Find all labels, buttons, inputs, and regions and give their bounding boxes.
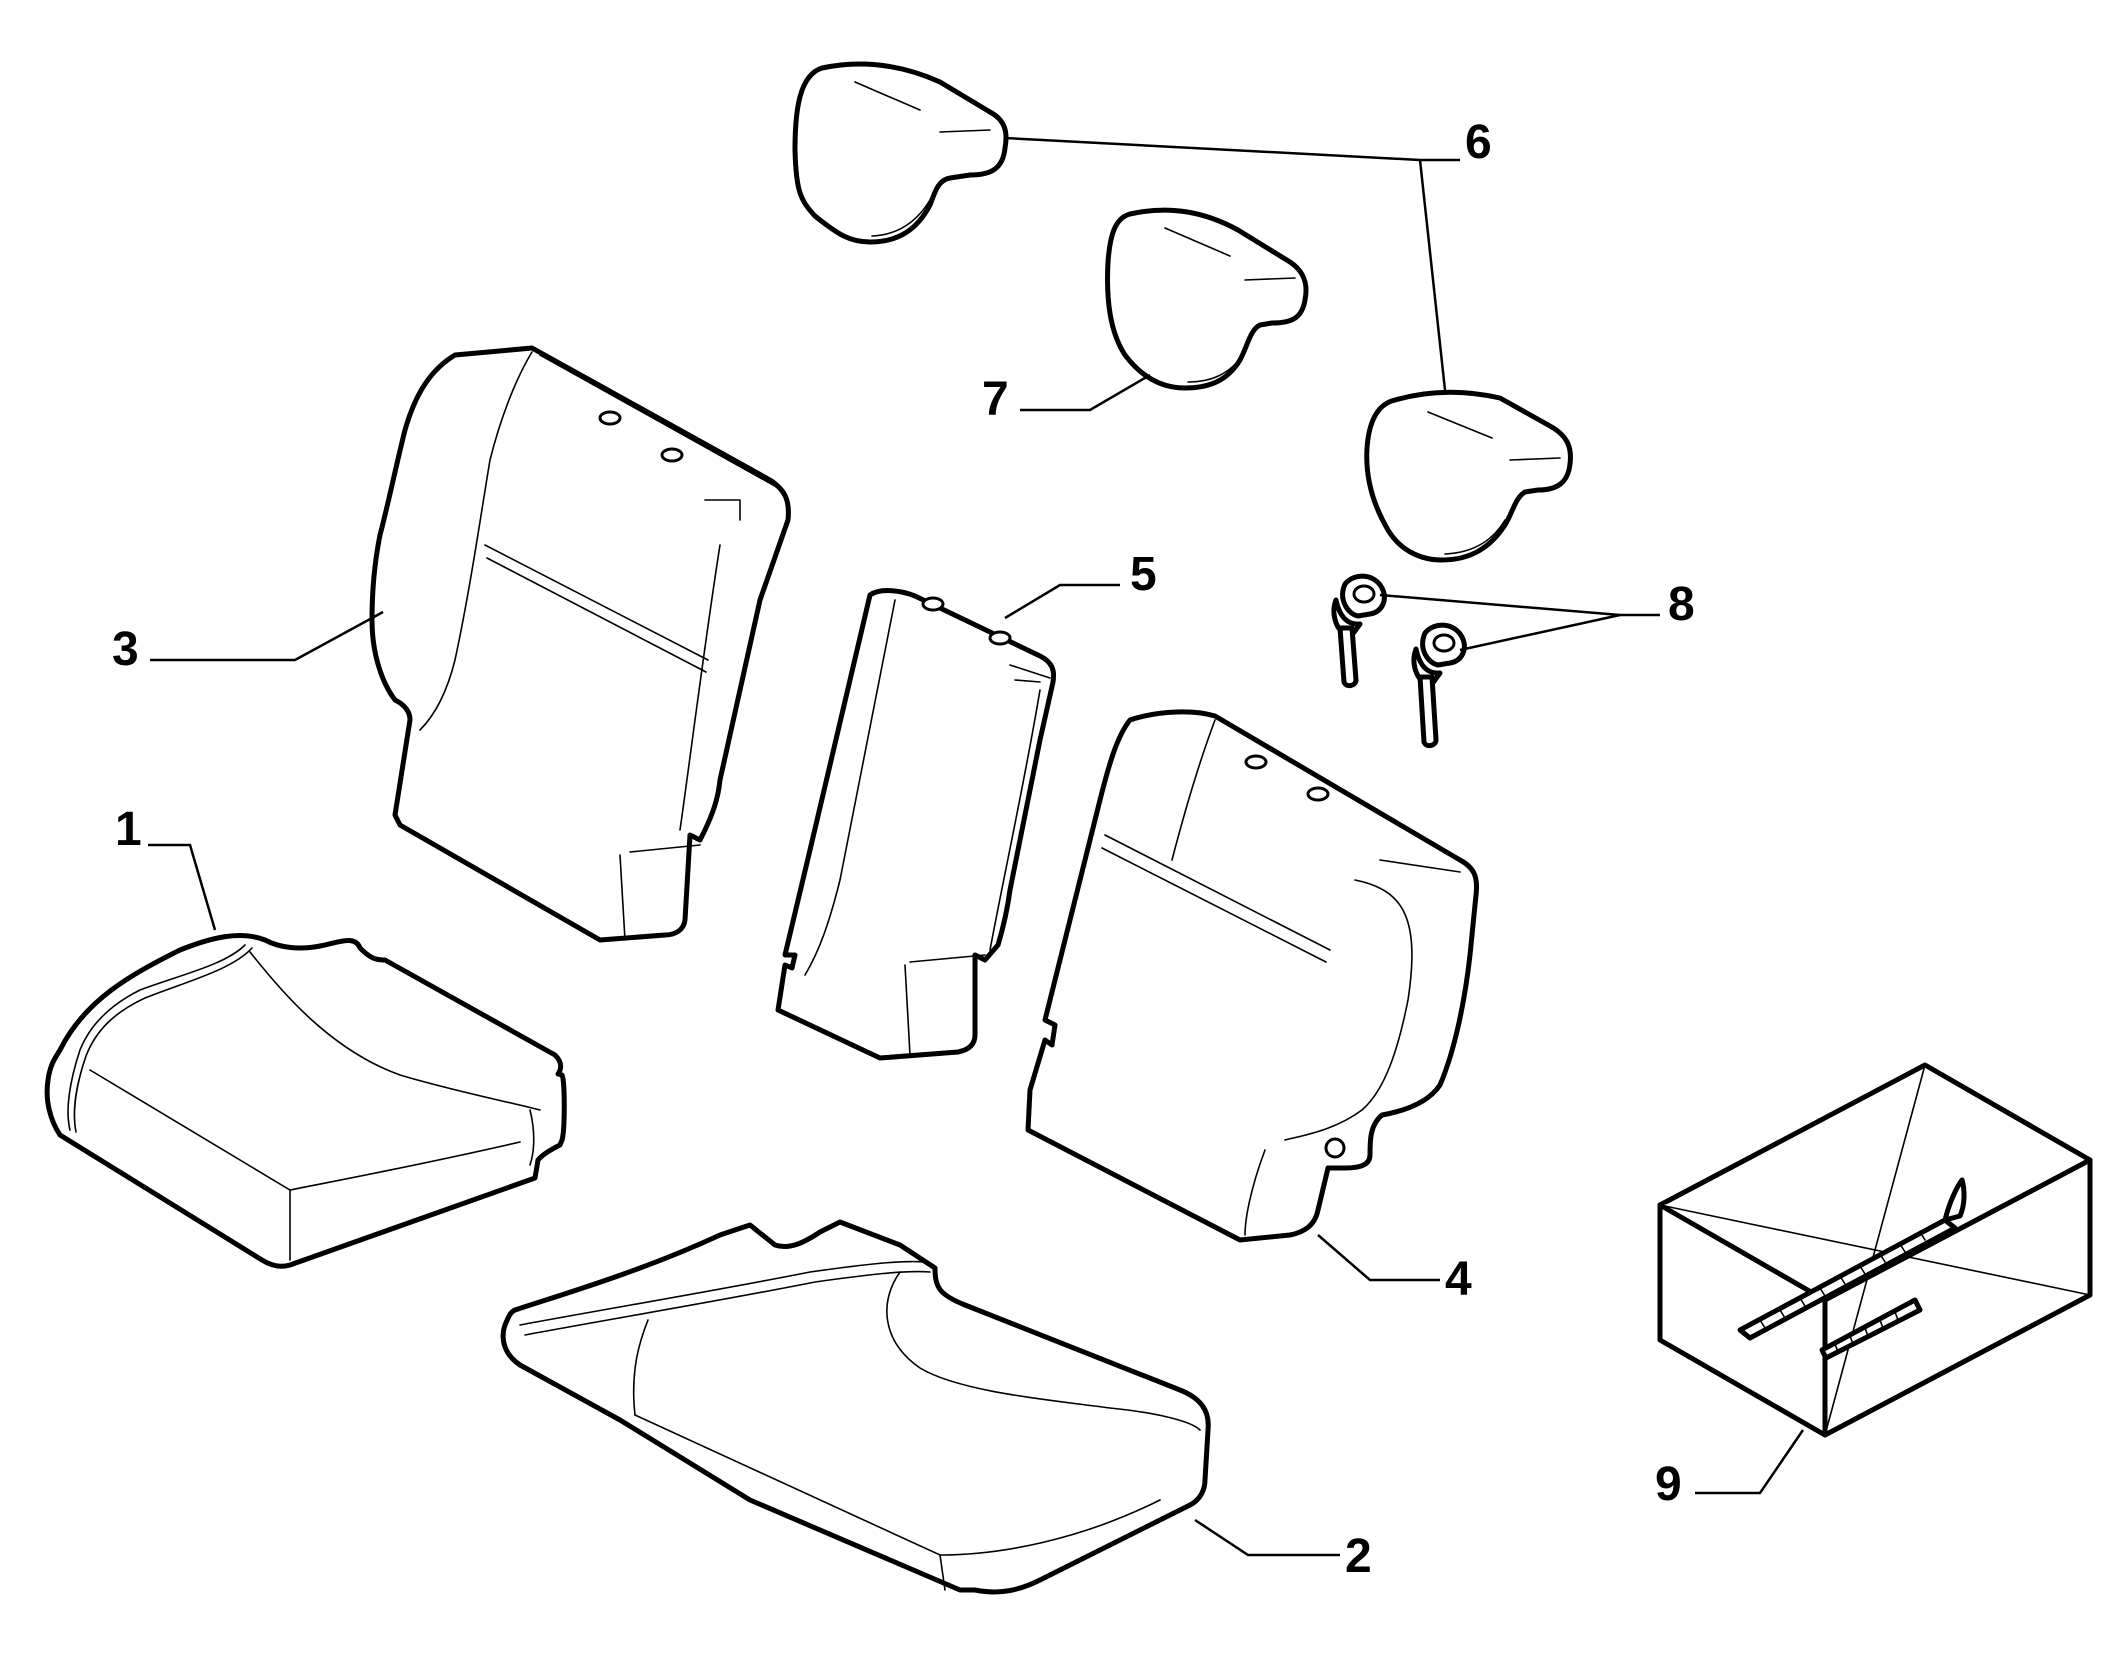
callout-4: 4: [1445, 1253, 1472, 1306]
headrest-top[interactable]: [792, 61, 1009, 245]
headrest-guide-1[interactable]: [1331, 573, 1387, 689]
leader-6b: [1418, 159, 1447, 391]
callout-7: 7: [982, 373, 1009, 426]
leader-9: [1695, 1429, 1805, 1495]
headrest-guide-2[interactable]: [1411, 622, 1467, 749]
callout-6: 6: [1465, 116, 1492, 169]
callout-labels: 1 2 3 4 5 6 7 8 9: [112, 116, 1695, 1583]
seat-cushion-center[interactable]: [500, 1219, 1211, 1595]
leader-8b: [1459, 613, 1621, 652]
callout-8: 8: [1668, 578, 1695, 631]
backrest-right[interactable]: [1025, 709, 1480, 1243]
kit-box[interactable]: [1657, 1062, 2093, 1438]
leader-4: [1317, 1234, 1440, 1282]
leader-7: [1020, 373, 1151, 412]
headrest-right[interactable]: [1364, 389, 1573, 563]
callout-9: 9: [1655, 1458, 1682, 1511]
leader-lines: [148, 136, 1805, 1557]
seat-cushion-left[interactable]: [44, 932, 567, 1269]
backrest-left[interactable]: [369, 345, 791, 943]
leader-2: [1194, 1518, 1340, 1557]
callout-3: 3: [112, 623, 139, 676]
leader-5: [1004, 583, 1120, 620]
leader-1: [148, 843, 217, 931]
center-backrest[interactable]: [775, 588, 1057, 1061]
leader-8a: [1379, 593, 1660, 617]
leader-6a: [1004, 136, 1460, 162]
leader-3: [150, 610, 384, 662]
callout-2: 2: [1345, 1530, 1372, 1583]
headrest-middle[interactable]: [1105, 207, 1309, 391]
callout-5: 5: [1130, 548, 1157, 601]
callout-1: 1: [115, 803, 142, 856]
